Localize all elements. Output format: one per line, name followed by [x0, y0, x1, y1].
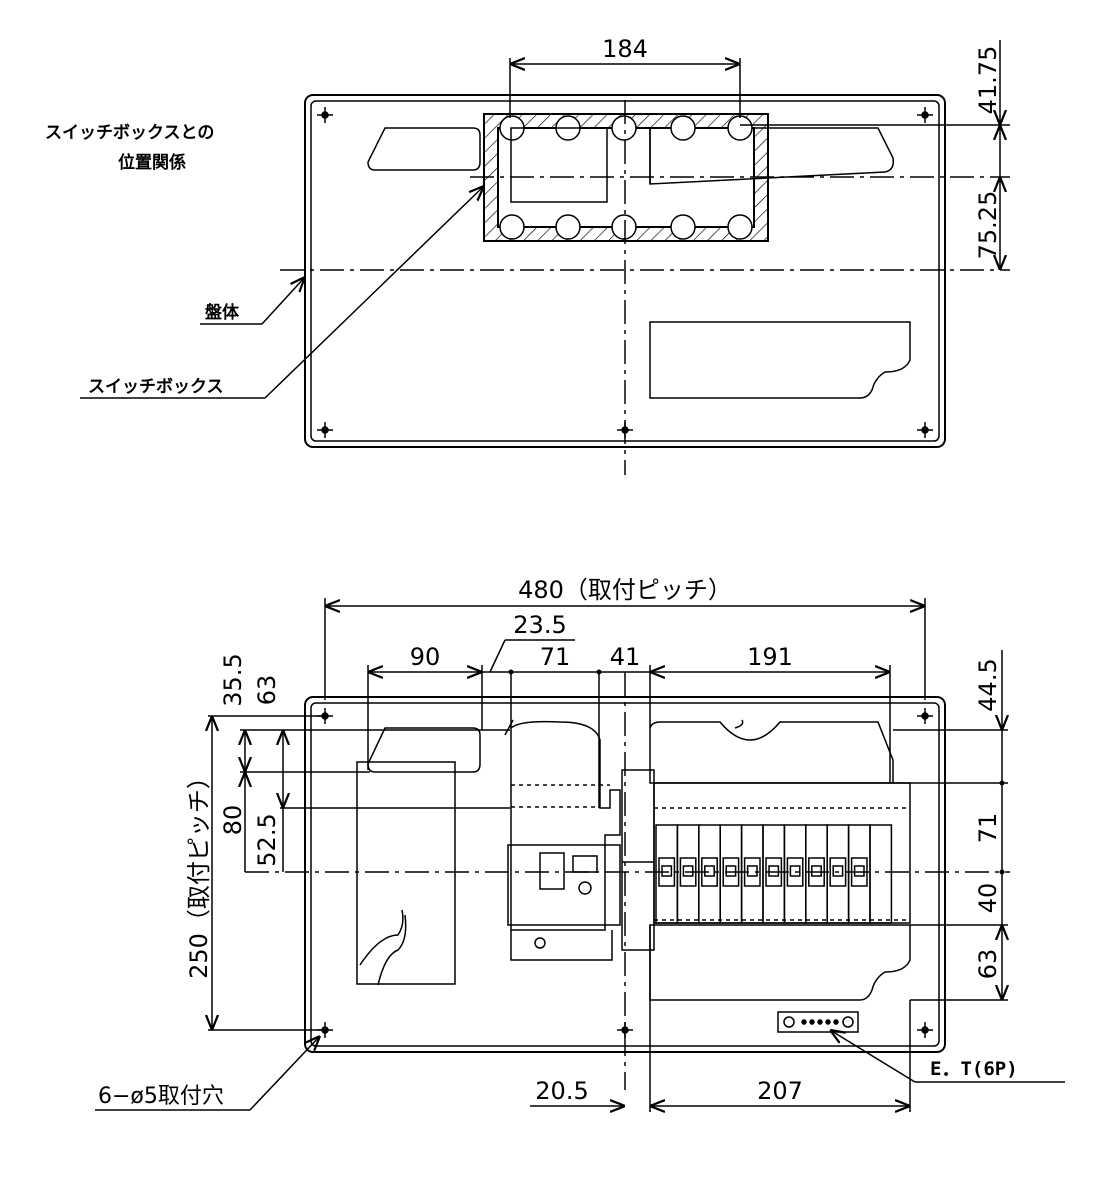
top-panel-outline — [304, 94, 946, 448]
cover-tab — [359, 909, 407, 986]
dim-35-5: 35.5 — [219, 653, 247, 706]
dim-63-left: 63 — [253, 675, 281, 706]
dim-90: 90 — [410, 643, 441, 671]
dim-44-5: 44.5 — [974, 658, 1002, 711]
main-breaker-indicator — [572, 855, 598, 873]
dim-23-5: 23.5 — [513, 611, 566, 639]
bottom-view: 480（取付ピッチ） 23.5 90 71 41 191 250（取付ピッチ） … — [95, 576, 1065, 1112]
top-knockout-right — [649, 127, 895, 185]
dim-184: 184 — [602, 35, 648, 63]
title-relation-line1: スイッチボックスとの — [45, 123, 214, 143]
branch-breaker-area — [653, 782, 911, 924]
dim-480-pitch: 480（取付ピッチ） — [518, 576, 732, 604]
branch-breaker-slot — [682, 865, 694, 877]
branch-breaker — [869, 824, 893, 924]
branch-breaker-slot — [746, 865, 758, 877]
branch-breaker-slot — [832, 865, 844, 877]
branch-breaker-slot — [853, 865, 865, 877]
dim-40: 40 — [974, 883, 1002, 914]
dim-41-top: 41 — [610, 643, 641, 671]
label-mounting-holes: 6−ø5取付穴 — [98, 1084, 224, 1109]
top-knockout-left — [367, 127, 481, 171]
dim-80: 80 — [219, 805, 247, 836]
top-view: 184 41.75 75.25 スイッチボックスとの 位置関係 盤体 スイッチボ… — [45, 35, 1010, 475]
title-relation-line2: 位置関係 — [118, 152, 186, 173]
label-earth-terminal: E．T(6P) — [930, 1058, 1018, 1080]
main-breaker-body — [510, 720, 621, 931]
label-panel-body: 盤体 — [205, 302, 240, 323]
dim-20-5: 20.5 — [535, 1077, 588, 1105]
branch-breaker-slot — [725, 865, 737, 877]
switch-box-window-left — [510, 127, 608, 203]
branch-breakers — [655, 824, 893, 924]
dim-75-25: 75.25 — [974, 191, 1002, 260]
branch-breaker-slot — [704, 865, 715, 877]
bottom-knockout-lower — [649, 924, 911, 1001]
dim-63-right: 63 — [974, 949, 1002, 980]
dim-71-top: 71 — [540, 643, 571, 671]
dim-52-5: 52.5 — [253, 813, 281, 866]
dim-207: 207 — [757, 1077, 803, 1105]
earth-terminal — [777, 1011, 859, 1033]
test-button — [578, 881, 592, 895]
bottom-knockout-right — [649, 721, 894, 784]
branch-breaker-slot — [789, 865, 801, 877]
bottom-knockout-left — [367, 727, 481, 773]
branch-breaker-slot — [768, 865, 780, 877]
top-knockout-lower — [649, 321, 911, 399]
dim-250-pitch: 250（取付ピッチ） — [185, 765, 213, 979]
branch-breaker-slot — [661, 865, 673, 877]
blank-cover — [356, 761, 456, 985]
bus-bar — [621, 769, 655, 951]
main-breaker-face — [507, 844, 621, 926]
branch-breaker-slot — [811, 865, 822, 877]
main-breaker-toggle — [539, 852, 565, 890]
label-switch-box: スイッチボックス — [88, 377, 224, 397]
earth-terminal-screws — [783, 1016, 854, 1028]
dim-191: 191 — [747, 643, 793, 671]
switch-box-lugs — [499, 115, 753, 240]
dim-71-right: 71 — [974, 813, 1002, 844]
dim-41-75: 41.75 — [974, 46, 1002, 115]
